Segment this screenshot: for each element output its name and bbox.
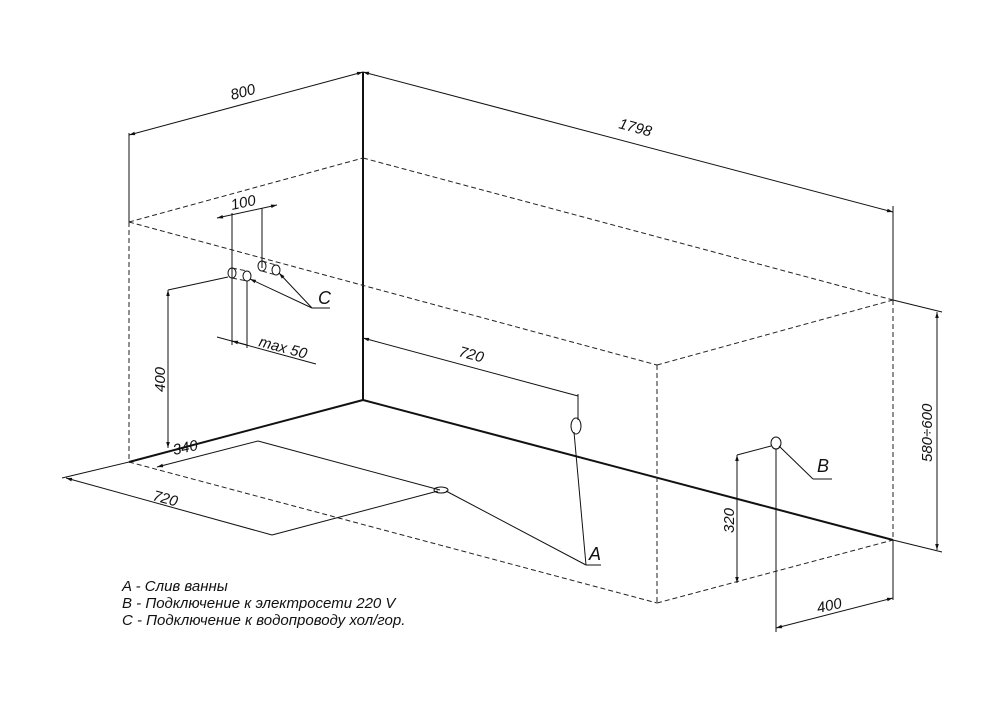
svg-text:400: 400 [815, 595, 844, 617]
legend-item-c: C - Подключение к водопроводу хол/гор. [122, 612, 406, 629]
svg-text:B: B [817, 456, 829, 476]
dimension-800: 800 [128, 71, 364, 136]
svg-text:320: 320 [721, 507, 738, 533]
svg-text:800: 800 [229, 81, 258, 104]
dimension-pipe-height: 400 [152, 276, 229, 448]
legend: A - Слив ванны B - Подключение к электро… [122, 578, 405, 629]
svg-text:A: A [588, 544, 601, 564]
svg-text:1798: 1798 [617, 115, 654, 140]
power-outlet [770, 436, 782, 632]
drain [433, 486, 449, 494]
dimension-1798: 1798 [362, 71, 894, 213]
legend-item-b: B - Подключение к электросети 220 V [122, 595, 396, 612]
svg-text:400: 400 [152, 366, 169, 392]
svg-text:720: 720 [151, 487, 180, 510]
bathtub-outline [128, 157, 894, 604]
dimension-power-offset: 400 [775, 540, 894, 629]
dimension-height: 580÷600 [892, 299, 943, 553]
dimension-pipe-spacing: 100 [216, 192, 278, 345]
dimension-floor-short: 340 [156, 437, 441, 491]
dimension-floor-long: 720 [65, 477, 439, 536]
svg-text:340: 340 [171, 437, 200, 459]
svg-text:580÷600: 580÷600 [919, 403, 936, 462]
legend-item-a: A - Слив ванны [122, 578, 228, 595]
dimension-power-height: 320 [721, 445, 772, 583]
drain-overflow [570, 417, 582, 435]
svg-text:100: 100 [229, 192, 258, 214]
marker-c: C [249, 272, 332, 309]
svg-text:720: 720 [457, 343, 486, 366]
svg-text:max 50: max 50 [257, 333, 310, 362]
marker-b: B [778, 445, 832, 480]
svg-text:C: C [318, 288, 332, 308]
marker-a: A [445, 431, 601, 566]
water-pipes [227, 260, 281, 348]
dimension-drain-wall: 720 [362, 337, 579, 420]
wall-lines [61, 72, 894, 541]
